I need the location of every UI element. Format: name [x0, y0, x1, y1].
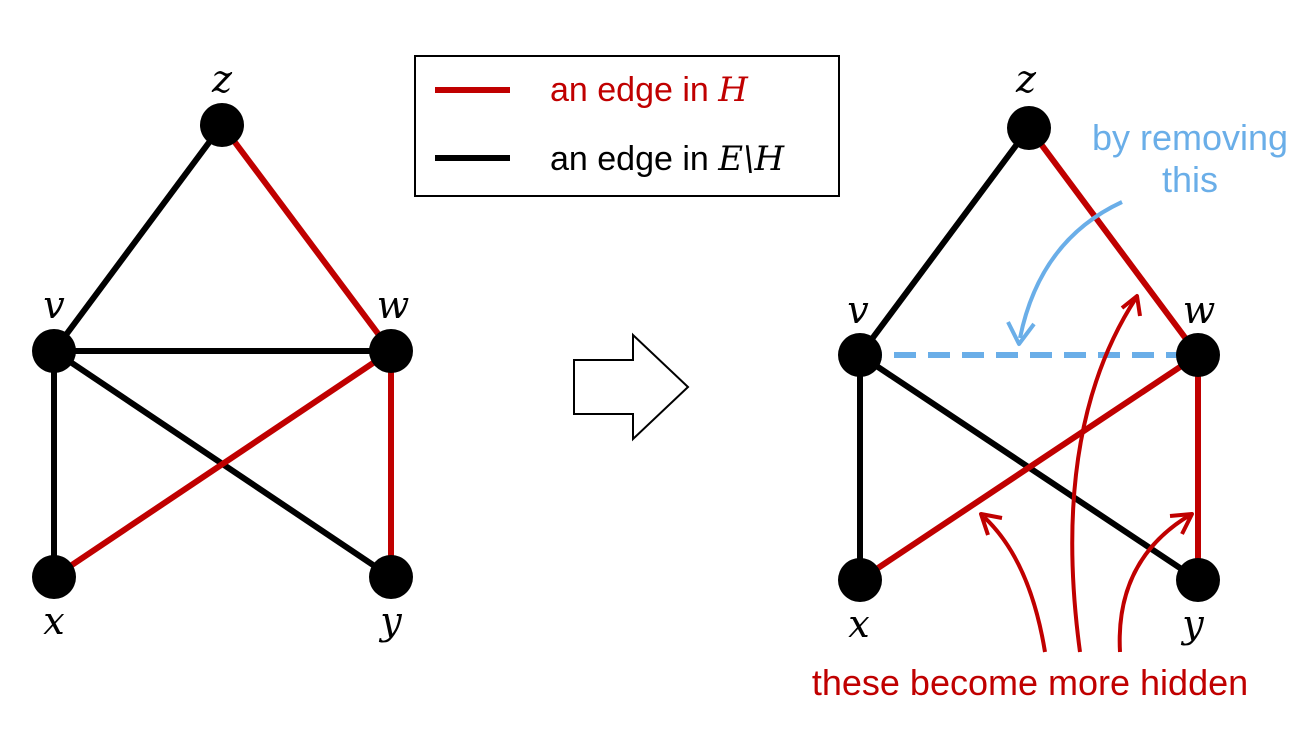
left-label-z: z — [211, 57, 233, 101]
right-edge-w-x — [858, 352, 1200, 583]
hidden-arrowhead-1-icon — [979, 512, 1003, 536]
hidden-arrowhead-3-icon — [1169, 512, 1194, 535]
removal-text-line1: by removing — [1092, 117, 1288, 158]
right-node-w — [1176, 333, 1220, 377]
hidden-text: these become more hidden — [812, 662, 1248, 703]
right-label-v: v — [847, 288, 869, 332]
hidden-curve-arrow-1 — [982, 515, 1047, 653]
hidden-curve-arrow-3 — [1117, 513, 1192, 653]
left-label-v: v — [43, 283, 65, 327]
right-graph: z v w x y — [838, 57, 1220, 646]
right-label-y: y — [1180, 602, 1204, 646]
left-label-w: w — [377, 283, 410, 327]
right-edge-z-w — [1026, 126, 1201, 357]
removal-arrowhead-icon — [1006, 321, 1036, 346]
hidden-arrowhead-2-icon — [1120, 294, 1142, 317]
left-label-x: x — [43, 599, 64, 643]
right-node-y — [1176, 558, 1220, 602]
hidden-annotation: these become more hidden — [812, 294, 1248, 703]
removal-text-line2: this — [1162, 159, 1218, 200]
removal-curve-arrow — [1018, 200, 1123, 339]
left-edge-z-v — [51, 123, 225, 353]
transition-arrow-icon — [573, 332, 690, 442]
right-node-v — [838, 333, 882, 377]
legend: an edge in H an edge in E\H — [414, 55, 840, 197]
left-node-w — [369, 329, 413, 373]
right-label-x: x — [848, 602, 869, 646]
hidden-curve-arrow-2 — [1070, 296, 1138, 653]
left-node-x — [32, 555, 76, 599]
right-edge-z-v — [857, 126, 1032, 357]
right-node-x — [838, 558, 882, 602]
legend-red-label: an edge in H — [550, 70, 749, 110]
left-label-y: y — [378, 599, 402, 643]
left-edge-w-x — [52, 348, 393, 580]
left-node-y — [369, 555, 413, 599]
legend-box — [414, 55, 840, 197]
removal-annotation: by removing this — [1006, 117, 1288, 346]
left-node-v — [32, 329, 76, 373]
right-node-z — [1007, 106, 1051, 150]
left-edge-z-w — [219, 123, 394, 353]
legend-black-label: an edge in E\H — [550, 139, 786, 179]
left-node-z — [200, 103, 244, 147]
right-label-w: w — [1183, 288, 1216, 332]
left-graph: z v w x y — [32, 57, 413, 643]
right-label-z: z — [1015, 57, 1037, 101]
